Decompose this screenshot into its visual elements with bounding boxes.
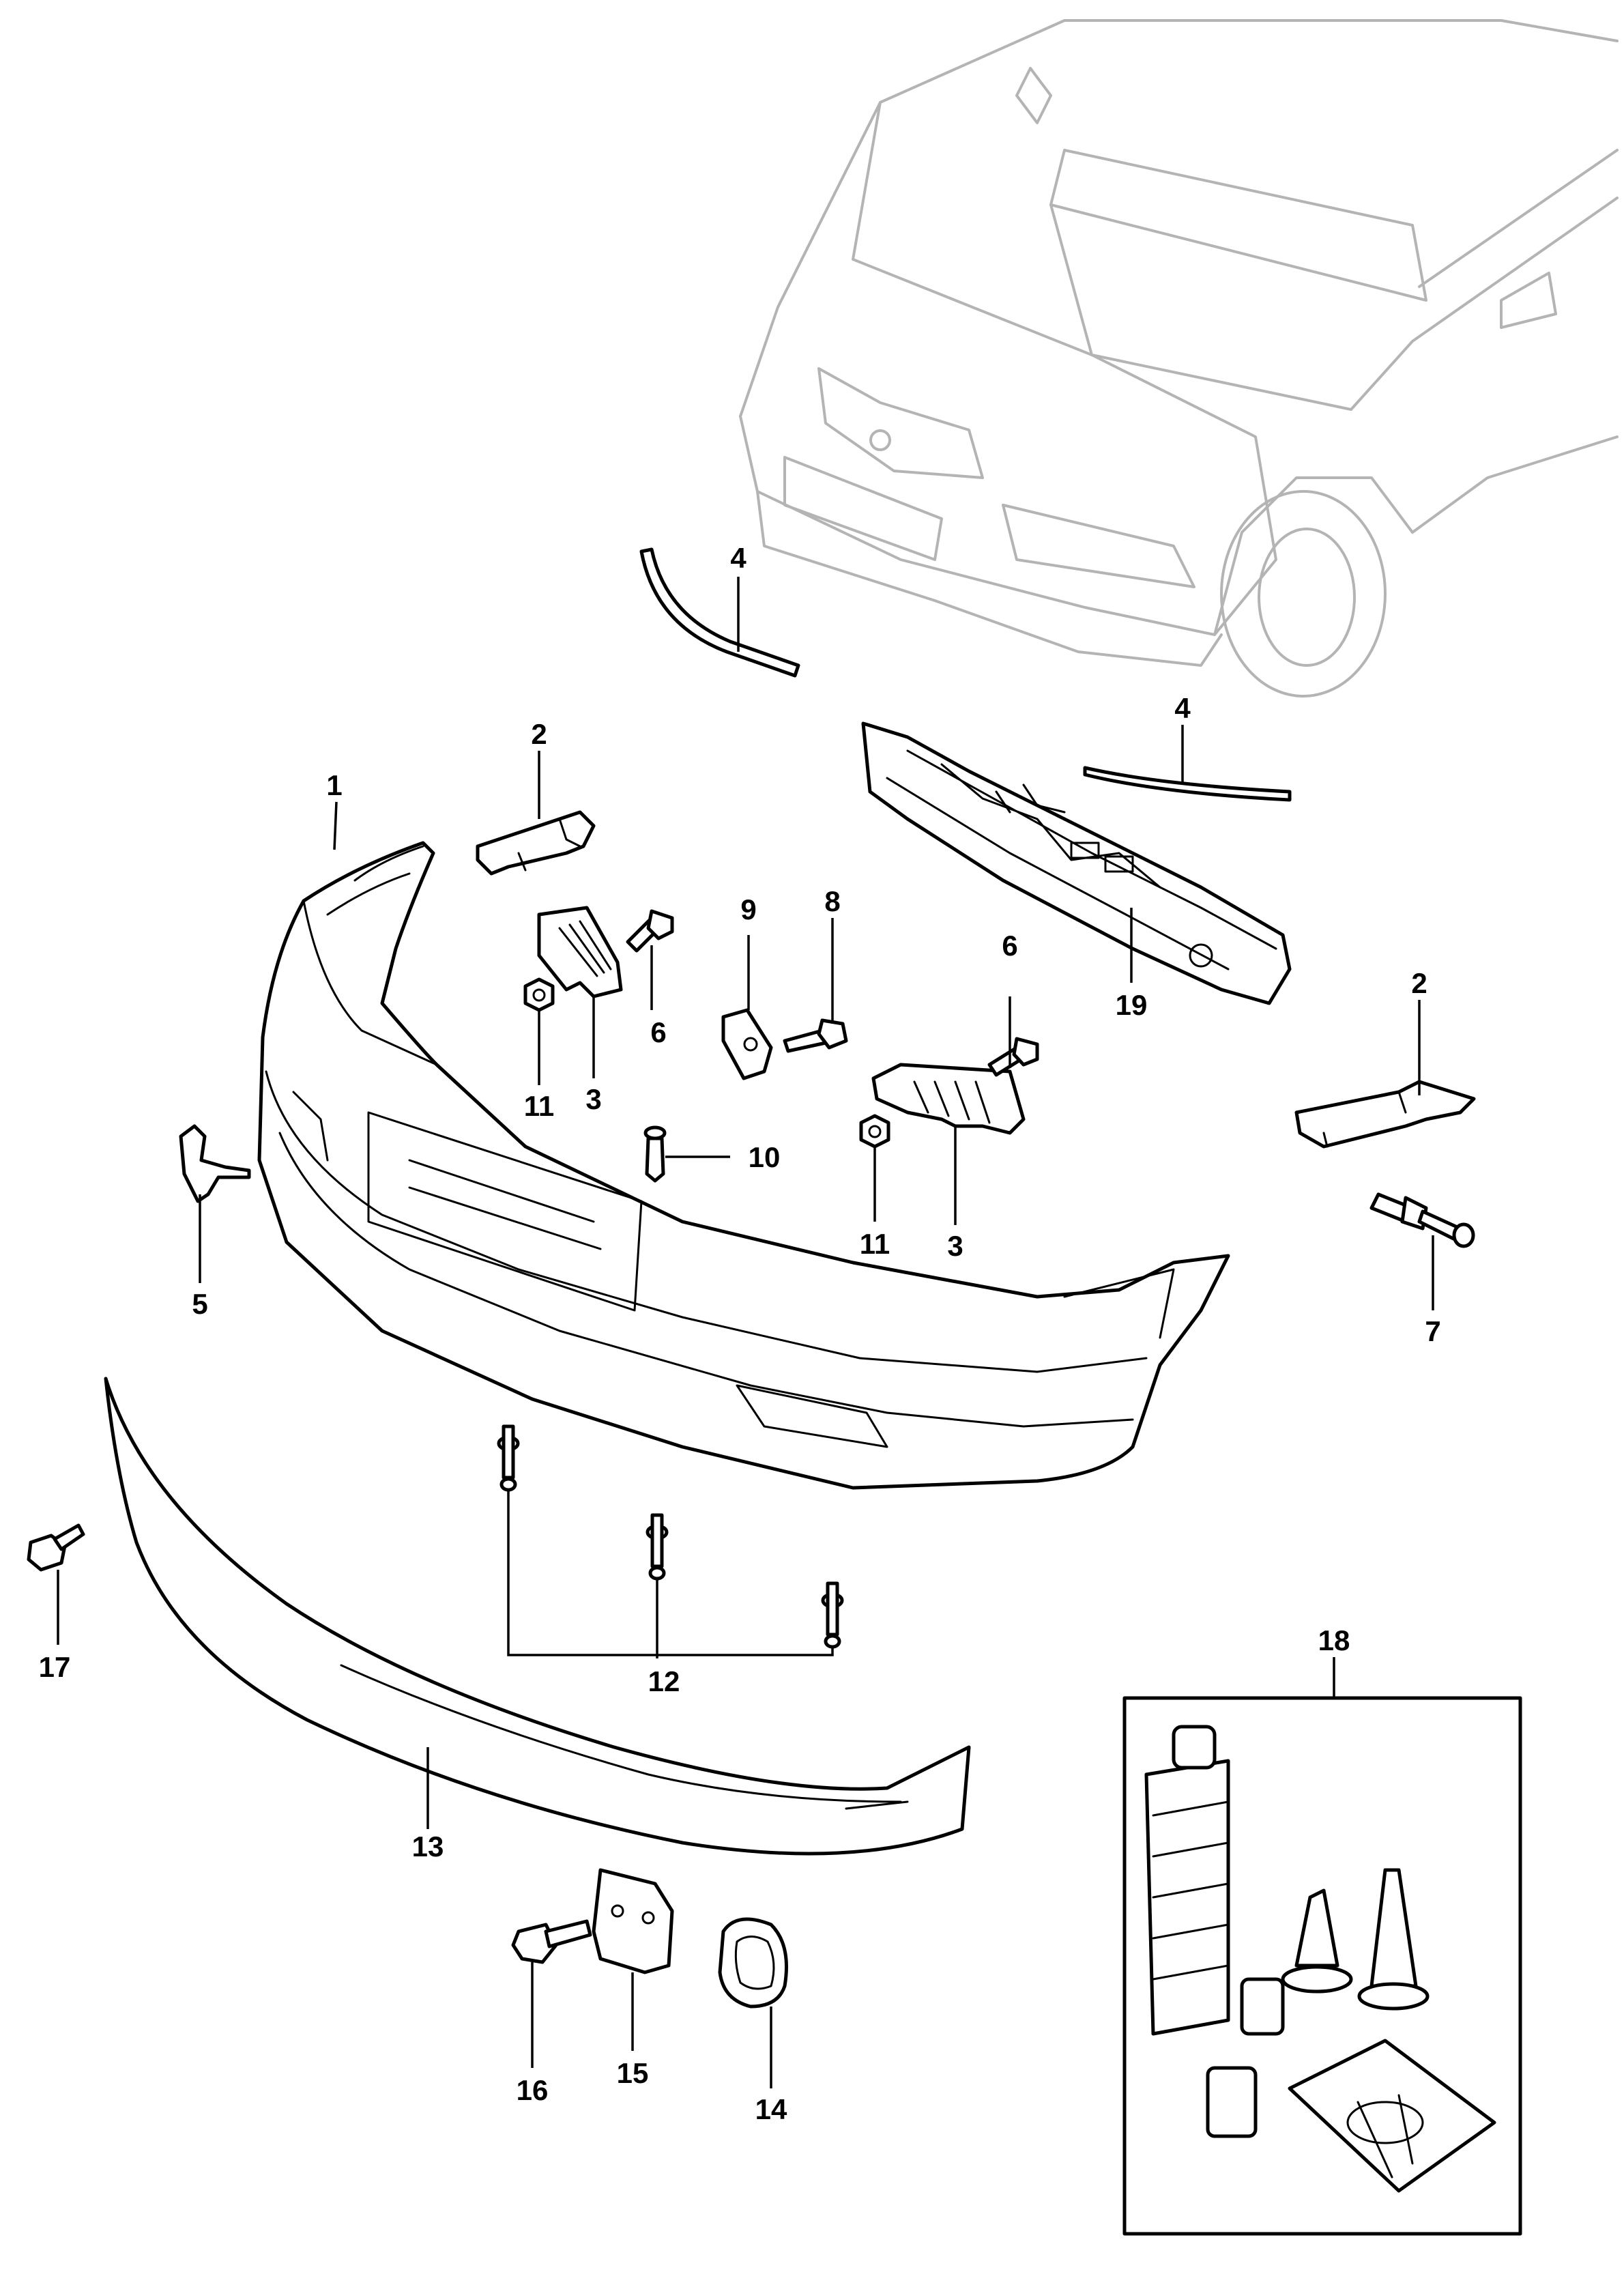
car-reference-illustration	[739, 19, 1619, 698]
retaining-clip	[179, 1124, 251, 1203]
callout-19: 19	[1116, 989, 1148, 1021]
grommet	[718, 1917, 788, 2009]
lower-spoiler	[104, 1377, 971, 1856]
callouts: 1 2 2 3 3 4 4 5 6 6 7 8 9 10 11 11 12 13…	[39, 542, 1441, 2125]
hex-bolt	[511, 1919, 592, 1964]
callout-9: 9	[740, 893, 756, 925]
callout-3: 3	[947, 1230, 963, 1262]
push-rivet	[643, 1125, 667, 1183]
nut-left	[523, 977, 555, 1012]
callout-6: 6	[650, 1016, 666, 1048]
fastener-2	[646, 1513, 669, 1581]
callout-10: 10	[749, 1141, 781, 1173]
nut-right	[859, 1114, 890, 1149]
callout-5: 5	[192, 1288, 207, 1320]
callout-11: 11	[524, 1090, 554, 1122]
callout-4: 4	[730, 542, 746, 574]
callout-1: 1	[326, 769, 342, 801]
screw	[783, 1018, 848, 1053]
adhesive-kit-inset	[1122, 1696, 1522, 2236]
callout-16: 16	[517, 2074, 549, 2106]
fastener-1	[497, 1424, 520, 1492]
callout-14: 14	[755, 2093, 787, 2125]
callout-7: 7	[1425, 1315, 1440, 1347]
callout-12: 12	[648, 1665, 680, 1697]
bracket-right	[1294, 1080, 1476, 1149]
guide-right	[871, 1063, 1026, 1135]
trim-strip-right	[1083, 766, 1292, 802]
callout-3: 3	[585, 1083, 601, 1115]
callout-13: 13	[412, 1830, 444, 1863]
callout-2: 2	[1411, 967, 1427, 999]
trim-strip-left	[639, 547, 800, 678]
mounting-plate	[592, 1868, 674, 1974]
callout-6: 6	[1002, 930, 1017, 962]
callout-15: 15	[617, 2057, 649, 2089]
callout-4: 4	[1174, 692, 1191, 724]
front-bumper-cover	[257, 841, 1230, 1490]
bolt-right	[987, 1037, 1039, 1077]
callout-11: 11	[860, 1228, 890, 1260]
callout-17: 17	[39, 1651, 71, 1683]
bumper-reinforcement-beam	[861, 721, 1292, 1005]
guide-left	[537, 906, 623, 998]
clip-nut	[721, 1008, 773, 1080]
callout-2: 2	[531, 718, 547, 750]
bolt-left	[626, 909, 674, 953]
callout-8: 8	[824, 885, 840, 917]
bolt-with-washer	[1369, 1192, 1475, 1248]
fastener-3	[821, 1581, 844, 1649]
flange-bolt	[27, 1523, 85, 1572]
callout-18: 18	[1318, 1624, 1350, 1656]
leader-lines	[57, 577, 1434, 2088]
bracket-left	[476, 810, 596, 876]
